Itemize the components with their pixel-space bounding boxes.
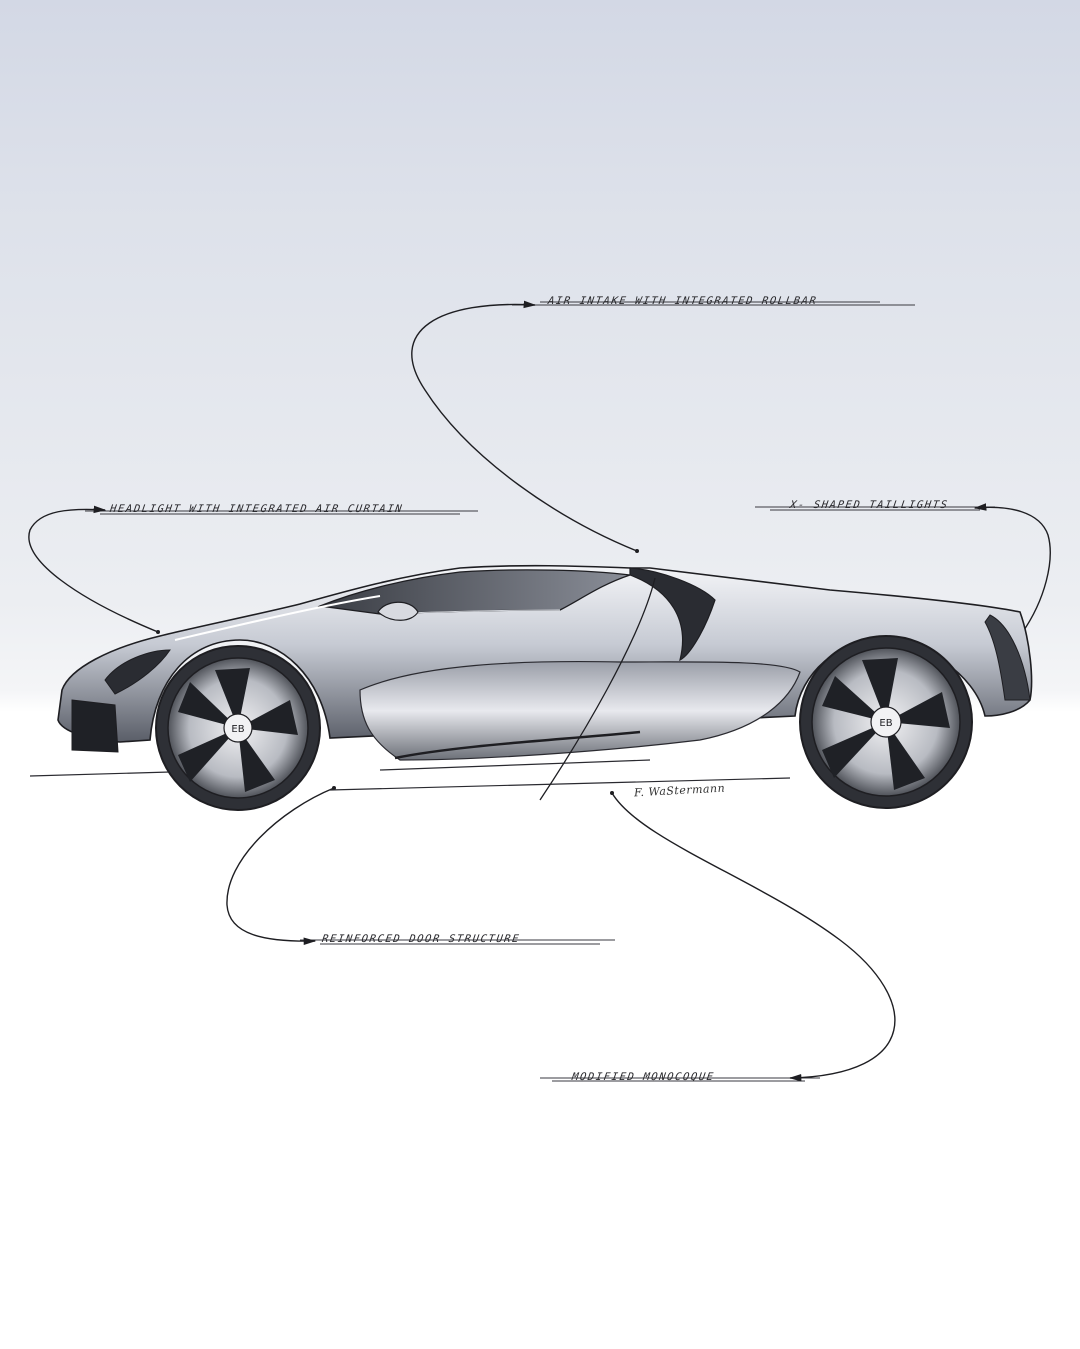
label-headlight: HEADLIGHT WITH INTEGRATED AIR CURTAIN <box>109 503 404 515</box>
label-air-intake: AIR INTAKE WITH INTEGRATED ROLLBAR <box>547 295 819 307</box>
front-wheel <box>155 645 321 811</box>
callout-monocoque <box>611 792 896 1082</box>
callout-air-intake <box>411 300 638 552</box>
callout-door <box>226 787 335 946</box>
front-wheel-badge: EB <box>231 724 244 735</box>
label-underlines <box>85 301 995 1082</box>
callout-headlight <box>28 505 159 633</box>
rear-wheel <box>799 635 973 809</box>
rear-wheel-badge: EB <box>879 718 892 729</box>
callout-lines <box>28 300 1051 1082</box>
ground-shadow <box>29 759 791 791</box>
label-door: REINFORCED DOOR STRUCTURE <box>321 933 521 945</box>
label-monocoque: MODIFIED MONOCOQUE <box>571 1071 716 1083</box>
callout-taillights <box>973 503 1051 634</box>
label-taillights: X- SHAPED TAILLIGHTS <box>789 499 950 511</box>
car-body <box>57 564 1033 801</box>
